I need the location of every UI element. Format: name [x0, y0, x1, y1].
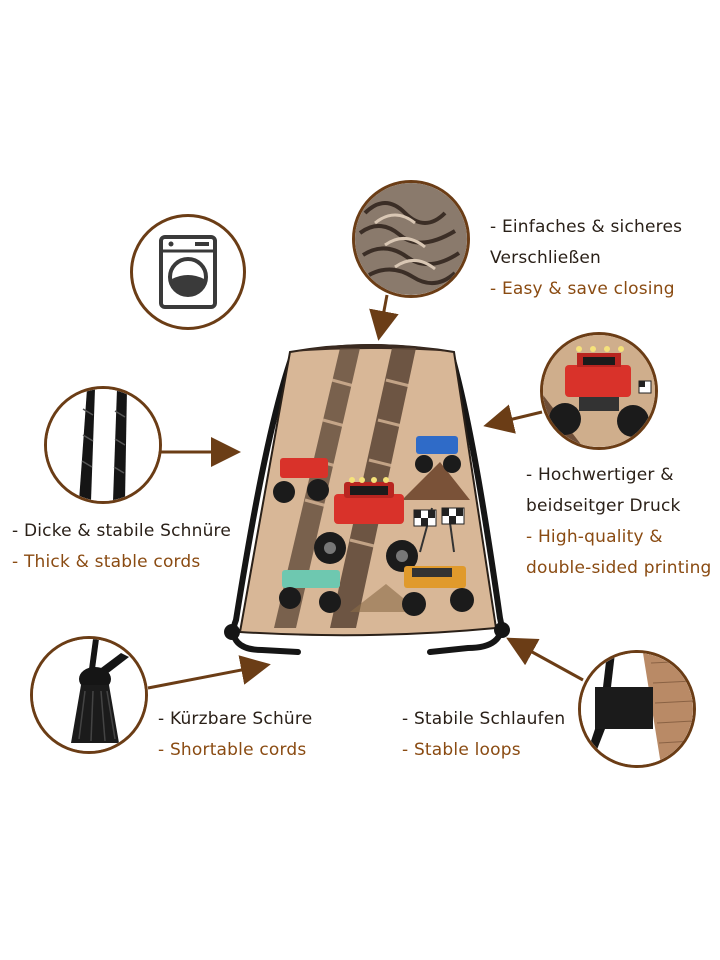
dirt-mound — [402, 462, 470, 500]
red-monster-truck — [314, 477, 418, 572]
bag-gathered-top — [290, 344, 454, 352]
closing-label-en-1: - Easy & save closing — [490, 279, 675, 299]
arrow-closing — [369, 294, 399, 341]
thick-cords-image — [47, 389, 159, 501]
print-detail-circle — [540, 332, 658, 450]
bag-knot-left — [224, 624, 240, 640]
shortable-detail-circle — [30, 636, 148, 754]
print-label-en-2: double-sided printing — [526, 558, 712, 578]
loops-label-en-1: - Stable loops — [402, 740, 521, 760]
orange-monster-truck — [402, 566, 474, 616]
print-label-de-1: - Hochwertiger & — [526, 465, 674, 485]
blue-monster-truck — [415, 436, 461, 473]
teal-monster-truck — [279, 570, 341, 613]
gathered-fabric-image — [355, 183, 467, 295]
red-truck-closeup-image — [543, 335, 655, 447]
print-label-en-1: - High-quality & — [526, 527, 663, 547]
cords-caption: - Dicke & stabile Schnüre - Thick & stab… — [12, 516, 231, 578]
shortable-label-de-1: - Kürzbare Schüre — [158, 709, 313, 729]
shortable-caption: - Kürzbare Schüre - Shortable cords — [158, 704, 312, 766]
print-caption: - Hochwertiger & beidseitger Druck - Hig… — [526, 460, 712, 584]
closing-caption: - Einfaches & sicheres Verschließen - Ea… — [490, 212, 682, 305]
print-label-de-2: beidseitger Druck — [526, 496, 681, 516]
arrow-print — [483, 404, 543, 434]
bag-cord-right — [427, 353, 505, 655]
bag-knot-right — [494, 622, 510, 638]
stable-loop-image — [581, 653, 693, 765]
closing-label-de-1: - Einfaches & sicheres — [490, 217, 683, 237]
cord-knot-tassel-image — [33, 639, 145, 751]
shortable-label-en-1: - Shortable cords — [158, 740, 307, 760]
loops-detail-circle — [578, 650, 696, 768]
red-truck-left — [273, 458, 329, 503]
cords-label-en-1: - Thick & stable cords — [12, 552, 201, 572]
cords-label-de-1: - Dicke & stabile Schnüre — [12, 521, 232, 541]
loops-caption: - Stabile Schlaufen - Stable loops — [402, 704, 565, 766]
loops-label-de-1: - Stabile Schlaufen — [402, 709, 566, 729]
closing-detail-circle — [352, 180, 470, 298]
washing-machine-icon — [159, 235, 217, 309]
washing-circle — [130, 214, 246, 330]
cords-detail-circle — [44, 386, 162, 504]
closing-label-de-2: Verschließen — [490, 248, 601, 268]
checkered-flags — [413, 507, 465, 553]
bag-cord-left — [230, 353, 301, 655]
arrow-loops — [506, 637, 584, 682]
arrow-shortable — [147, 655, 271, 690]
